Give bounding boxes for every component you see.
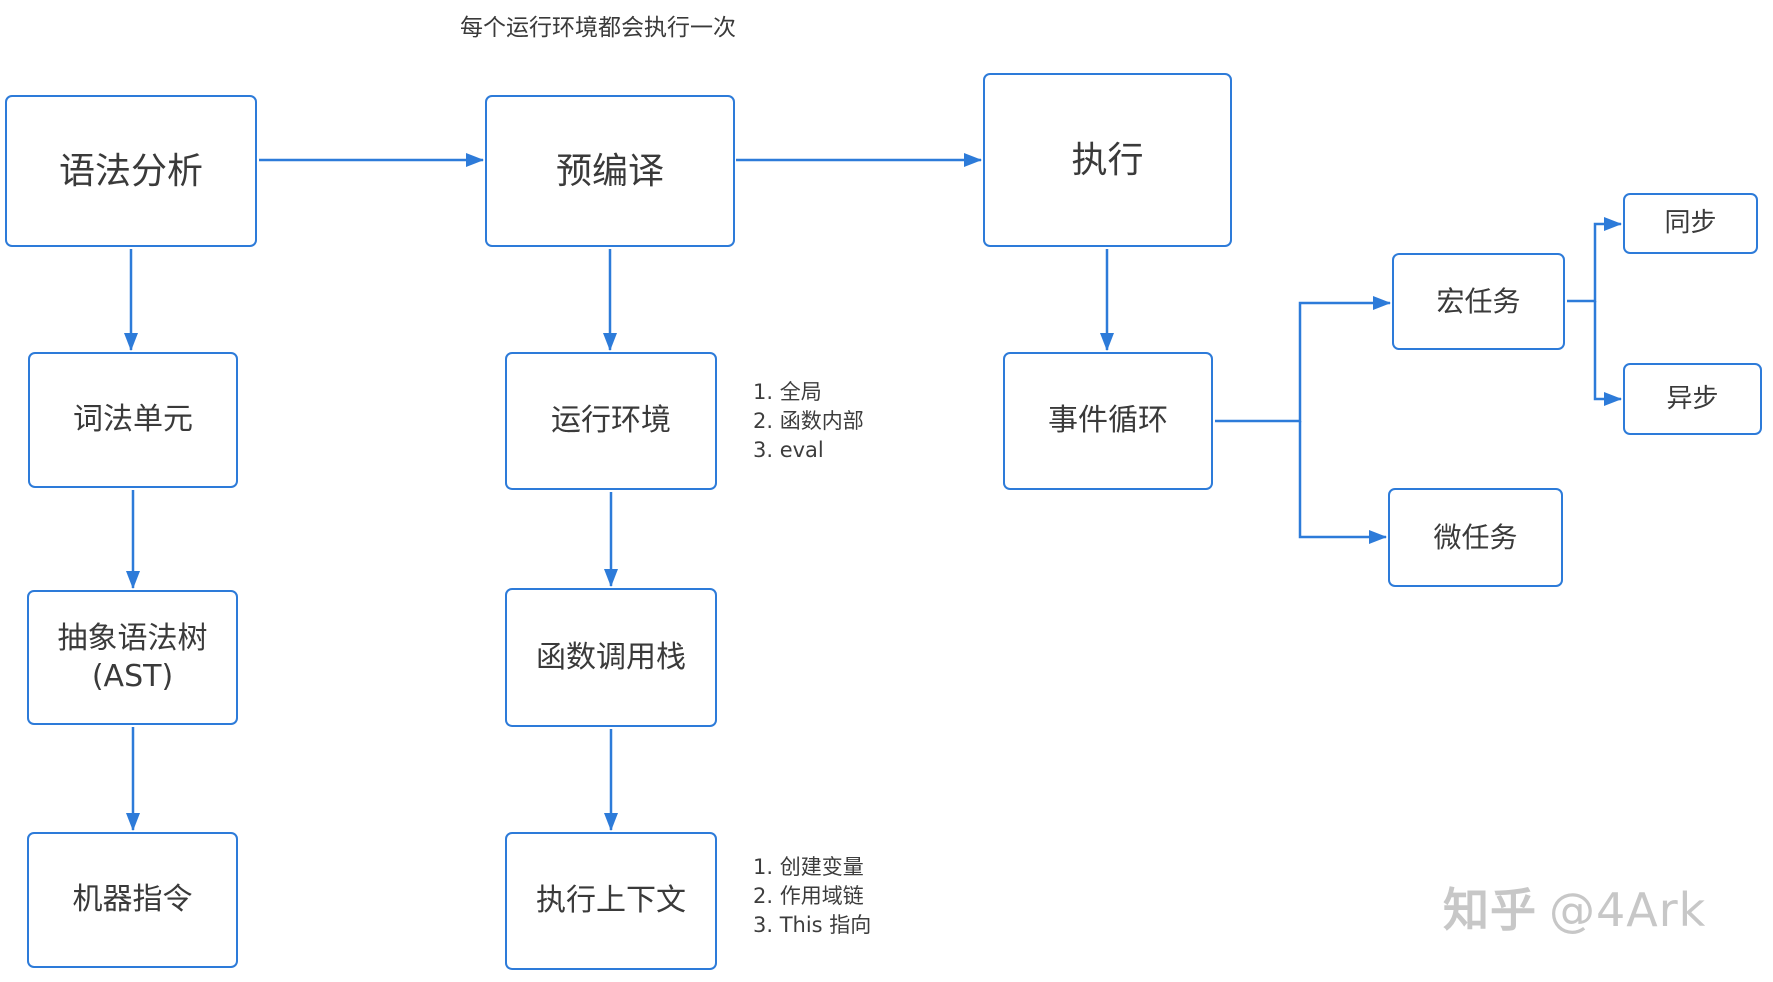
node-micro-task: 微任务	[1388, 488, 1563, 587]
arrow-macrotask-to-sync	[1567, 217, 1622, 303]
arrow-eventloop-to-microtask	[1298, 421, 1387, 544]
note-line: 1. 全局	[753, 380, 822, 404]
node-label: 异步	[1666, 383, 1719, 414]
node-label: 词法单元	[73, 402, 193, 438]
node-label: 执行	[1071, 139, 1144, 181]
watermark-handle: @4Ark	[1549, 883, 1707, 937]
node-ast: 抽象语法树 (AST)	[27, 590, 238, 725]
node-label: 函数调用栈	[536, 639, 686, 675]
execution-context-notes: 1. 创建变量 2. 作用域链 3. This 指向	[753, 853, 871, 940]
note-line: 3. This 指向	[753, 913, 872, 937]
node-label: 事件循环	[1048, 403, 1168, 439]
note-line: 2. 作用域链	[753, 884, 864, 908]
watermark-brand: 知乎	[1443, 883, 1537, 937]
node-label: 语法分析	[58, 150, 203, 192]
note-line: 2. 函数内部	[753, 409, 864, 433]
node-label: 同步	[1664, 208, 1717, 239]
node-label: 抽象语法树	[57, 621, 208, 656]
node-label: 机器指令	[72, 882, 193, 918]
node-async: 异步	[1623, 363, 1762, 435]
node-sync: 同步	[1623, 193, 1758, 254]
arrow-eventloop-to-macrotask	[1215, 296, 1391, 423]
node-label: 预编译	[555, 150, 664, 192]
node-function-call-stack: 函数调用栈	[505, 588, 717, 727]
arrow-macrotask-to-async	[1593, 301, 1622, 406]
note-line: 1. 创建变量	[753, 855, 864, 879]
node-label: 运行环境	[551, 403, 671, 439]
node-precompile: 预编译	[485, 95, 735, 247]
node-event-loop: 事件循环	[1003, 352, 1213, 490]
node-macro-task: 宏任务	[1392, 253, 1565, 350]
node-label: 微任务	[1433, 521, 1518, 554]
node-execution-context: 执行上下文	[505, 832, 717, 970]
watermark: 知乎@4Ark	[1443, 874, 1706, 940]
node-sublabel: (AST)	[91, 658, 174, 694]
node-machine-instructions: 机器指令	[27, 832, 238, 968]
node-syntax-analysis: 语法分析	[5, 95, 257, 247]
node-label: 执行上下文	[536, 883, 686, 919]
node-runtime-environment: 运行环境	[505, 352, 717, 490]
node-execute: 执行	[983, 73, 1232, 247]
runtime-environment-notes: 1. 全局 2. 函数内部 3. eval	[753, 378, 864, 465]
top-annotation: 每个运行环境都会执行一次	[460, 15, 736, 41]
node-lexical-unit: 词法单元	[28, 352, 238, 488]
node-label: 宏任务	[1436, 285, 1521, 318]
note-line: 3. eval	[753, 438, 824, 462]
